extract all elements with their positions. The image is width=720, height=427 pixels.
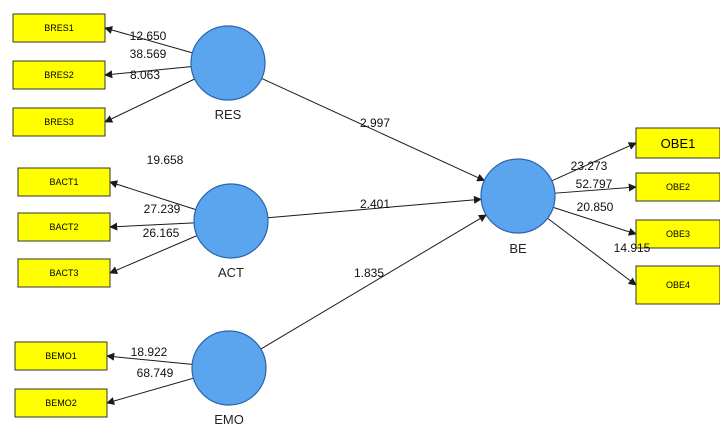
loading-arrow-obe4	[547, 217, 637, 286]
indicator-box-bemo2[interactable]	[14, 388, 108, 418]
latent-label-be: BE	[509, 241, 527, 256]
loading-arrow-bact2	[109, 222, 195, 231]
path-arrow-act-to-be	[267, 195, 482, 219]
indicator-label-bres1: BRES1	[44, 23, 74, 33]
labels-layer: 12.650 38.569 8.063 19.658 27.239 26.165 18.92…	[130, 29, 651, 427]
loading-value-bres2: 38.569	[130, 47, 167, 61]
loading-value-bemo2: 68.749	[137, 366, 174, 380]
indicator-box-bemo1[interactable]	[14, 341, 108, 371]
loading-arrow-bact3	[109, 235, 198, 274]
loading-value-obe1: 23.273	[571, 159, 608, 173]
indicator-label-bemo2: BEMO2	[45, 398, 77, 408]
latent-label-act: ACT	[218, 265, 244, 280]
indicator-box-bres2[interactable]	[12, 60, 106, 90]
loading-value-bact2: 27.239	[144, 202, 181, 216]
path-arrow-res-to-be	[261, 77, 486, 182]
loading-value-obe3: 20.850	[577, 200, 614, 214]
indicator-box-bres1[interactable]	[12, 13, 106, 43]
path-coefficient-emo-to-be: 1.835	[354, 266, 384, 280]
loading-value-bres3: 8.063	[130, 68, 160, 82]
path-coefficient-act-to-be: 2.401	[360, 197, 390, 211]
indicator-box-obe3[interactable]	[635, 219, 720, 249]
loading-arrow-obe3	[553, 206, 637, 236]
indicator-box-bact1[interactable]	[17, 167, 111, 197]
latent-label-emo: EMO	[214, 412, 244, 427]
loading-arrow-bemo2	[106, 377, 194, 405]
indicator-label-bres3: BRES3	[44, 117, 74, 127]
latent-label-res: RES	[215, 107, 242, 122]
loading-value-bres1: 12.650	[130, 29, 167, 43]
latent-variable-act[interactable]	[193, 183, 269, 259]
indicator-box-bact3[interactable]	[17, 258, 111, 288]
loading-value-bact3: 26.165	[143, 226, 180, 240]
indicator-box-obe1[interactable]	[635, 127, 720, 159]
loading-arrow-bact1	[109, 180, 196, 211]
indicator-label-bres2: BRES2	[44, 70, 74, 80]
indicator-box-bres3[interactable]	[12, 107, 106, 137]
loading-arrow-obe1	[551, 142, 637, 182]
loading-arrow-bres3	[104, 78, 195, 123]
latent-variable-res[interactable]	[190, 25, 266, 101]
indicator-box-obe2[interactable]	[635, 172, 720, 202]
indicator-label-obe3: OBE3	[666, 229, 690, 239]
indicator-label-bact2: BACT2	[49, 222, 78, 232]
loading-arrow-bres1	[104, 26, 193, 54]
indicator-label-bact3: BACT3	[49, 268, 78, 278]
loading-value-obe4: 14.915	[614, 241, 651, 255]
indicator-label-obe1: OBE1	[661, 136, 696, 151]
indicator-label-bemo1: BEMO1	[45, 351, 77, 361]
indicator-box-bact2[interactable]	[17, 212, 111, 242]
path-coefficient-res-to-be: 2.997	[360, 116, 390, 130]
loading-value-bemo1: 18.922	[131, 345, 168, 359]
loading-arrow-obe2	[554, 183, 637, 194]
loading-value-obe2: 52.797	[576, 177, 613, 191]
indicator-label-obe4: OBE4	[666, 280, 690, 290]
loading-arrow-bres2	[104, 66, 192, 79]
indicator-box-obe4[interactable]	[635, 265, 720, 305]
loading-value-bact1: 19.658	[147, 153, 184, 167]
latent-variable-emo[interactable]	[191, 330, 267, 406]
path-arrow-emo-to-be	[260, 214, 487, 350]
latent-variable-be[interactable]	[480, 158, 556, 234]
indicator-label-bact1: BACT1	[49, 177, 78, 187]
edges-layer	[104, 26, 637, 405]
nodes-layer: BRES1BRES2BRES3BACT1BACT2BACT3BEMO1BEMO2…	[12, 13, 720, 418]
loading-arrow-bemo1	[106, 352, 193, 365]
indicator-label-obe2: OBE2	[666, 182, 690, 192]
